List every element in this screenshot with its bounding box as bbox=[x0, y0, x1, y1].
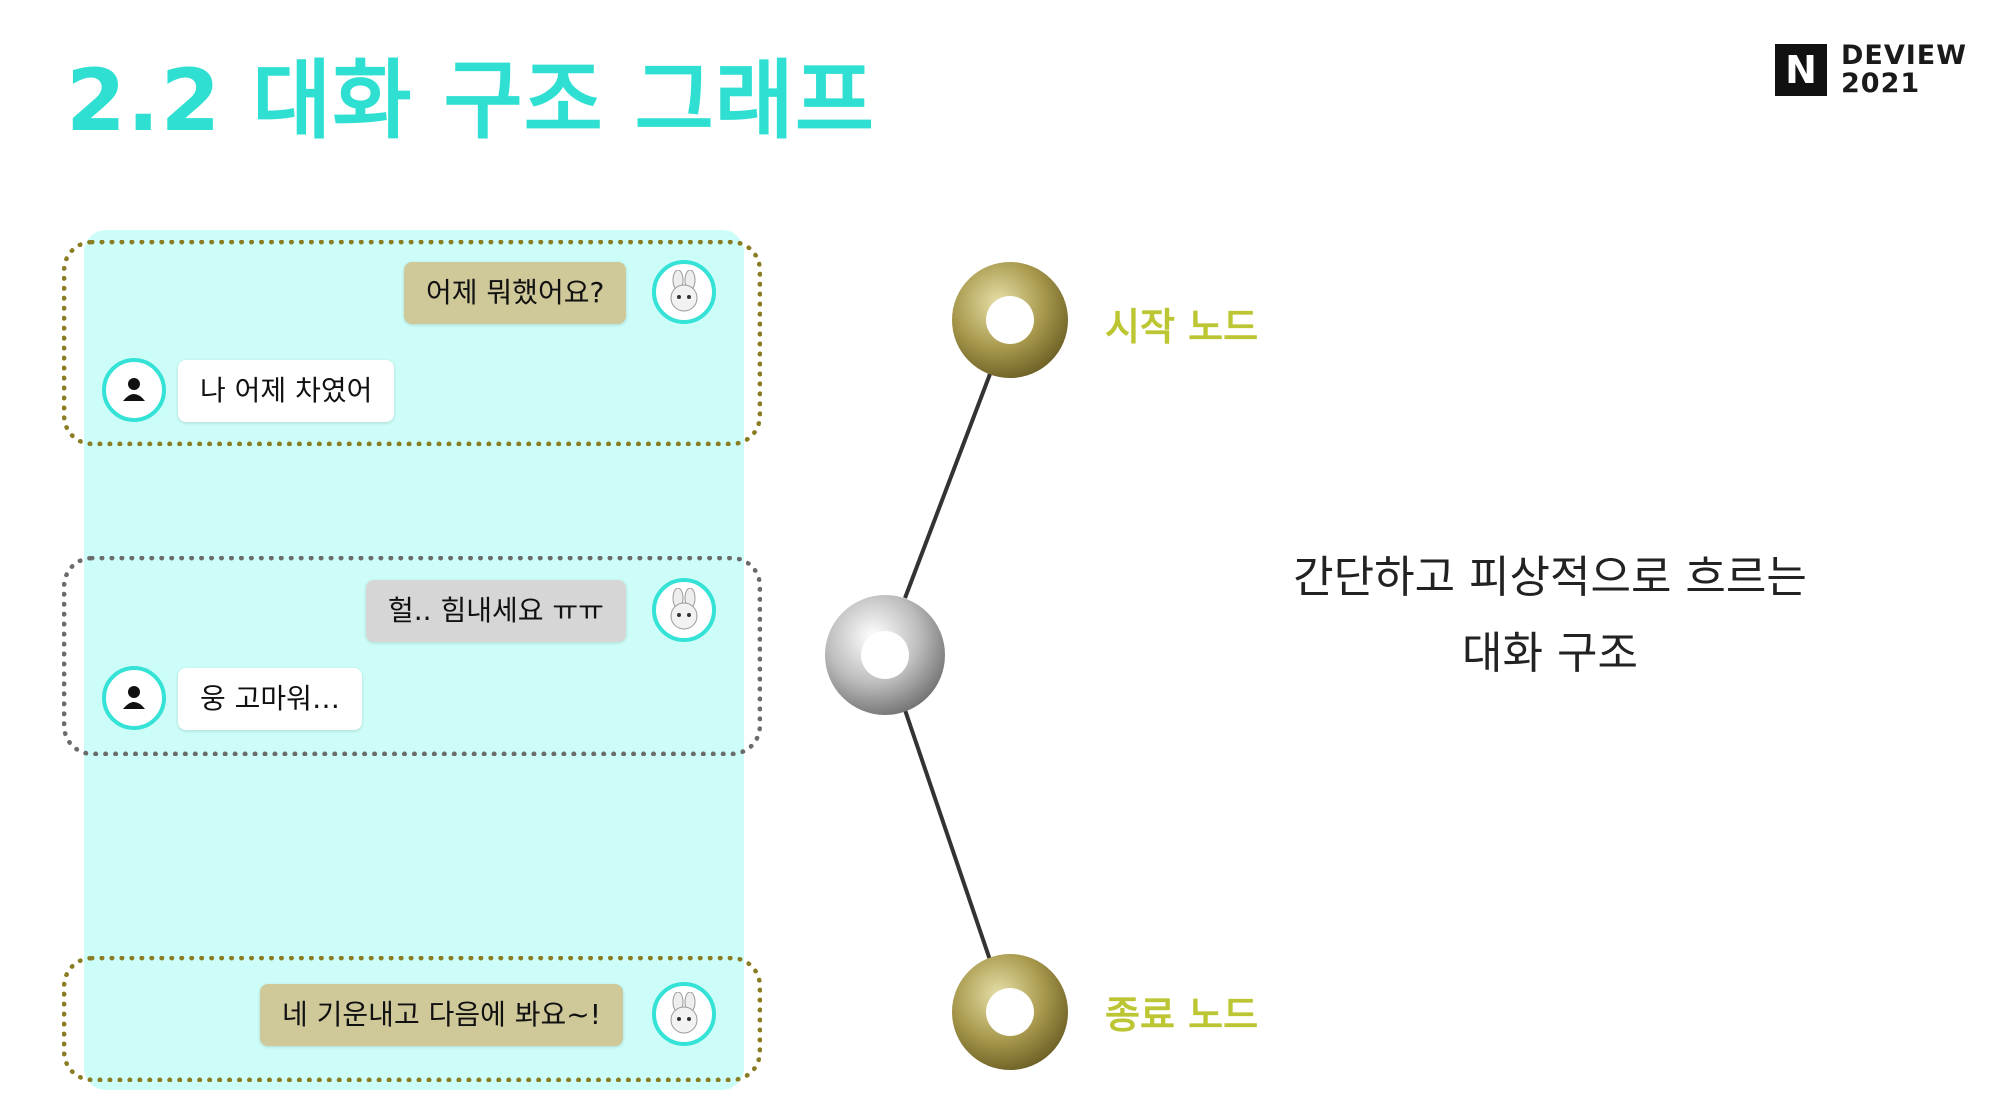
bunny-bot-avatar-icon bbox=[652, 260, 716, 324]
description-line-1: 간단하고 피상적으로 흐르는 bbox=[1293, 552, 1807, 603]
deview-logo: N DEVIEW 2021 bbox=[1775, 42, 1967, 98]
slide-title: 2.2 대화 구조 그래프 bbox=[66, 51, 876, 151]
dialog-group-1 bbox=[62, 240, 762, 446]
user-avatar-icon bbox=[102, 666, 166, 730]
bunny-bot-avatar-icon bbox=[652, 982, 716, 1046]
dialog-group-3 bbox=[62, 956, 762, 1082]
start-node-icon bbox=[952, 262, 1068, 378]
logo-text: DEVIEW 2021 bbox=[1841, 42, 1967, 98]
end-node-icon bbox=[952, 954, 1068, 1070]
user-message-1: 나 어제 차였어 bbox=[178, 360, 395, 422]
start-node-label: 시작 노드 bbox=[1105, 305, 1259, 349]
user-avatar-icon bbox=[102, 358, 166, 422]
edge-middle-end bbox=[903, 709, 992, 961]
bot-message-3: 네 기운내고 다음에 봐요~! bbox=[260, 984, 623, 1046]
description: 간단하고 피상적으로 흐르는 대화 구조 bbox=[1240, 540, 1860, 692]
logo-line-1: DEVIEW bbox=[1841, 40, 1968, 71]
logo-line-2: 2021 bbox=[1841, 68, 1921, 99]
description-line-2: 대화 구조 bbox=[1462, 628, 1638, 679]
user-message-2: 웅 고마워… bbox=[178, 668, 362, 730]
naver-logo-mark: N bbox=[1775, 44, 1827, 96]
bot-message-2: 헐.. 힘내세요 ㅠㅠ bbox=[366, 580, 626, 642]
bunny-bot-avatar-icon bbox=[652, 578, 716, 642]
end-node-label: 종료 노드 bbox=[1105, 993, 1259, 1037]
edge-start-middle bbox=[903, 373, 992, 599]
bot-message-1: 어제 뭐했어요? bbox=[404, 262, 627, 324]
dialog-group-2 bbox=[62, 556, 762, 756]
middle-node-icon bbox=[825, 595, 945, 715]
